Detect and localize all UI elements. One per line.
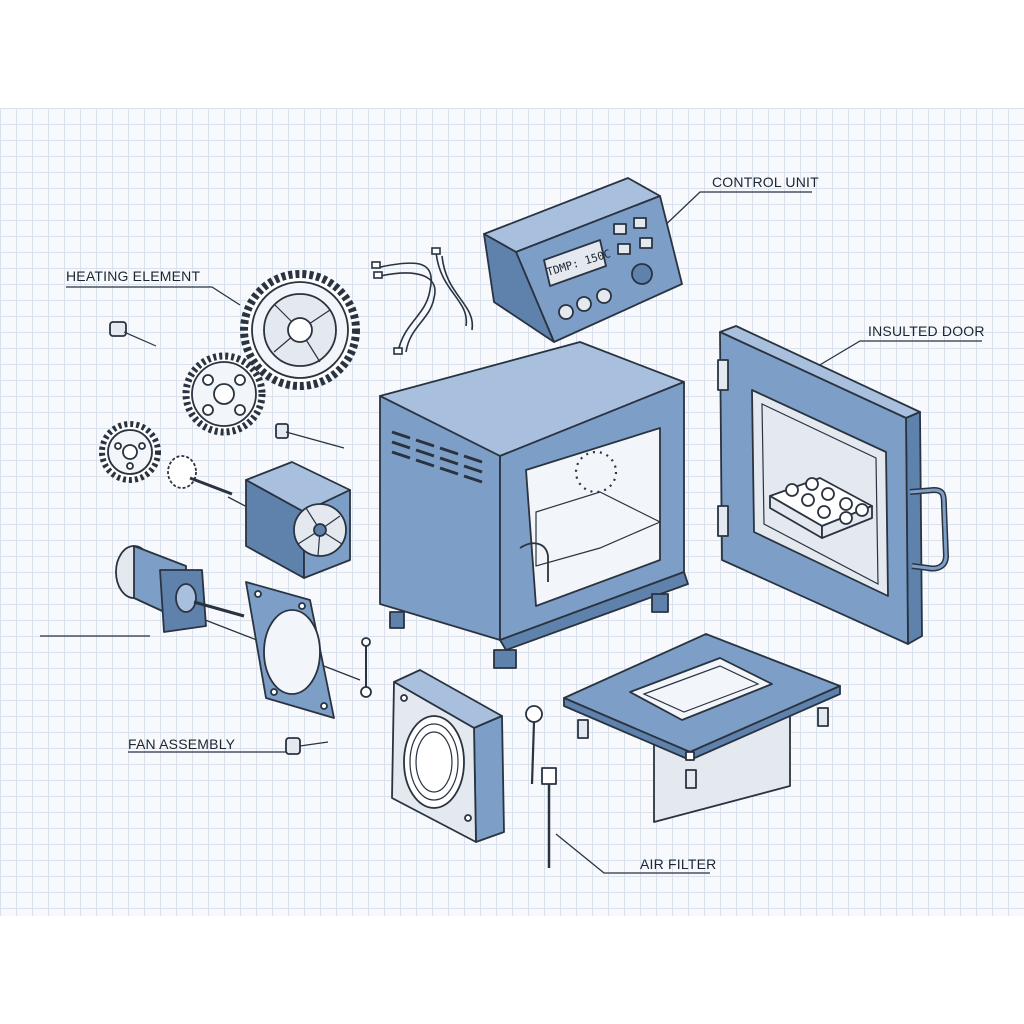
wiring-harness — [371, 247, 474, 355]
fan-motor — [115, 545, 245, 633]
fan-unit — [245, 461, 351, 579]
small-connector-top-left — [109, 321, 157, 347]
label-insulated-door: INSULTED DOOR — [868, 323, 985, 339]
rack-tray — [769, 477, 873, 539]
label-fan-assembly: FAN ASSEMBLY — [128, 736, 236, 752]
label-heating-element: HEATING ELEMENT — [66, 268, 201, 284]
gear-small — [99, 421, 161, 483]
gear-large — [240, 270, 360, 390]
small-connector-mid — [275, 423, 345, 449]
gear-medium — [182, 352, 266, 436]
pinion-shaft — [167, 455, 233, 496]
control-unit — [483, 177, 683, 343]
leader-insulated-door — [817, 340, 982, 367]
label-air-filter: AIR FILTER — [640, 856, 717, 872]
oven-body — [379, 341, 689, 669]
insulated-door — [717, 325, 950, 645]
probe-pin — [360, 637, 372, 698]
air-filter-housing — [563, 633, 841, 823]
temperature-probe — [541, 767, 557, 868]
heater-coil-plate — [391, 669, 505, 843]
fan-mounting-plate — [245, 581, 335, 719]
label-control-unit: CONTROL UNIT — [712, 174, 819, 190]
leader-air-filter — [555, 833, 710, 874]
leader-heating-element — [66, 286, 241, 306]
eye-bolt — [525, 705, 543, 785]
leader-control-unit — [657, 191, 812, 233]
small-connector-bottom — [285, 737, 329, 755]
